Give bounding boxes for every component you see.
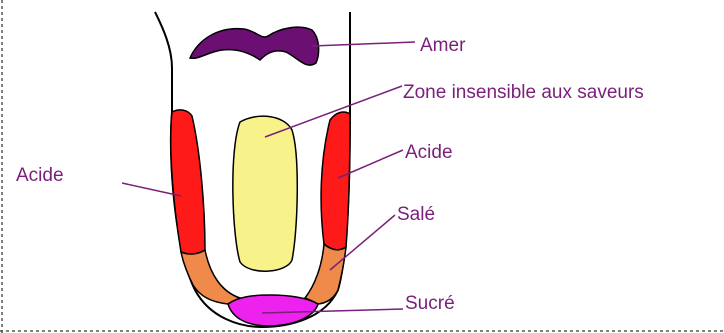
label-sale: Salé bbox=[397, 205, 435, 224]
label-sucre: Sucré bbox=[405, 294, 455, 313]
label-acide-right: Acide bbox=[405, 143, 453, 162]
zone-insensible bbox=[233, 116, 297, 271]
label-acide-left: Acide bbox=[16, 166, 64, 185]
label-zone-insensible: Zone insensible aux saveurs bbox=[403, 83, 644, 102]
label-amer: Amer bbox=[420, 36, 465, 55]
